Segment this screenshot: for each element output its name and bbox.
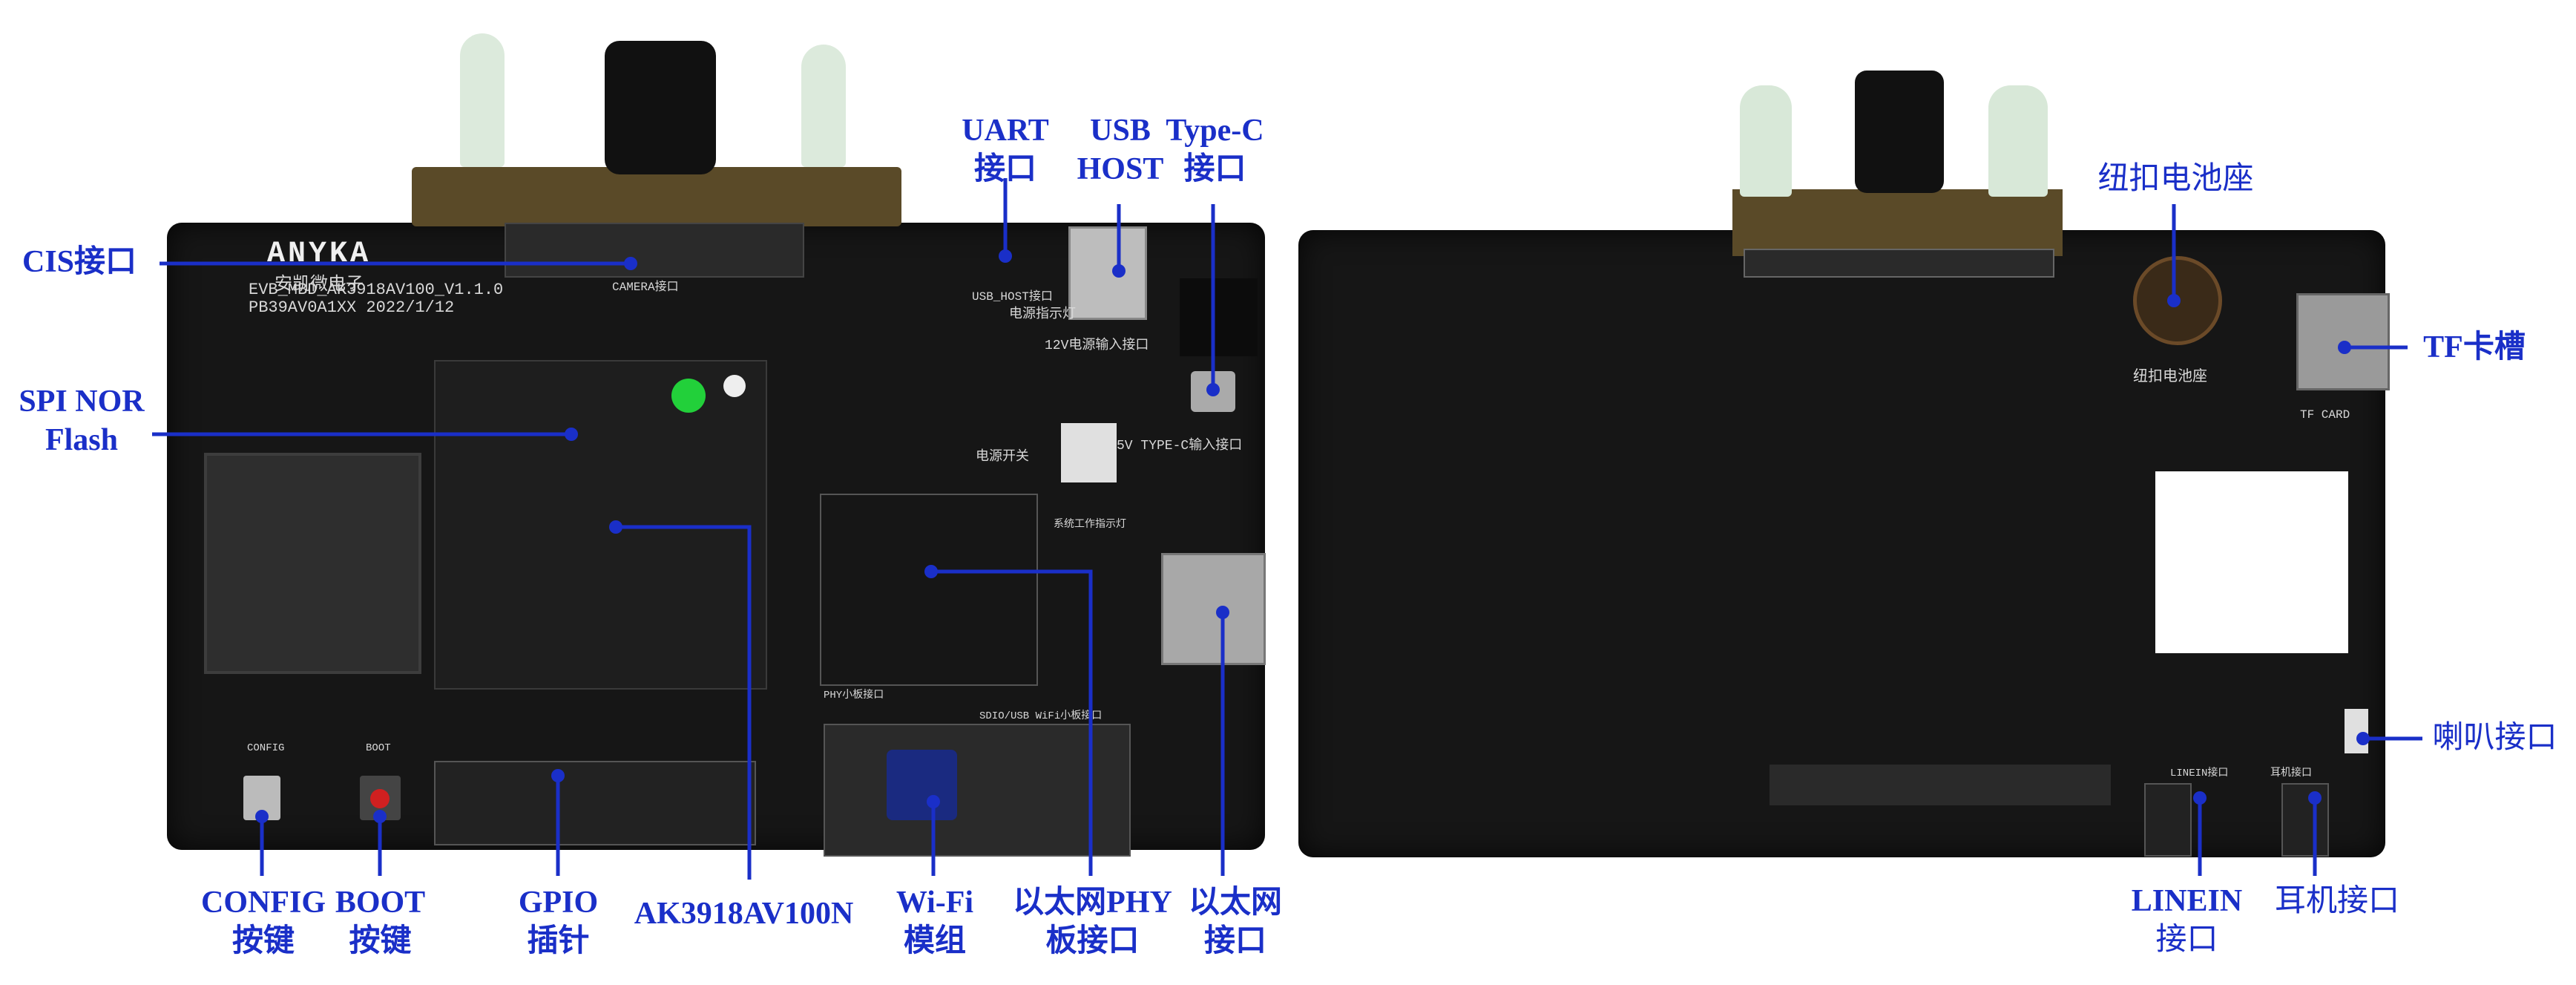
label-speaker: 喇叭接口 [2432,721,2557,755]
silk-config: CONFIG [247,742,285,754]
label-cis: CIS接口 [22,245,137,279]
wifi-module [824,724,1131,857]
label-eth-line1: 以太网 [1188,886,1282,920]
silk-battery-seat: 纽扣电池座 [2133,369,2207,386]
silk-wifi-board: SDIO/USB WiFi小板接口 [979,710,1103,722]
label-battery: 纽扣电池座 [2097,162,2254,196]
label-gpio: GPIO 插针 [482,883,634,961]
status-led-icon [671,379,706,413]
power-jack [1180,278,1258,356]
back-led-left [1740,85,1792,197]
label-uart-line2: 接口 [973,152,1036,186]
headphone-header [2281,783,2329,857]
label-spi-nor: SPI NOR Flash [15,382,148,459]
silk-phy-board: PHY小板接口 [824,690,884,701]
label-config: CONFIG 按键 [178,883,349,961]
label-linein-line2: 接口 [2155,923,2218,957]
label-config-line2: 按键 [231,924,295,958]
rf-shield [204,453,421,674]
wifi-chip [887,750,957,820]
label-soc: AK3918AV100N [634,897,854,931]
silk-usb-host: USB_HOST接口 [972,290,1053,304]
label-linein-line1: LINEIN [2131,884,2243,918]
label-eth-line2: 接口 [1203,924,1266,958]
core-module [434,360,767,690]
label-spi-nor-line2: Flash [45,423,119,457]
label-boot: BOOT 按键 [326,883,434,961]
speaker-connector [2345,709,2368,753]
label-ethernet: 以太网 接口 [1180,883,1291,961]
silk-board-name: EVB_MBD_AK3918AV100_V1.1.0 [249,281,504,299]
label-boot-line2: 按键 [349,924,412,958]
usb-host-port [1068,226,1147,320]
label-tf: TF卡槽 [2423,330,2526,364]
silk-system-led: 系统工作指示灯 [1054,519,1126,531]
ethernet-port [1161,553,1266,665]
label-usb-host: USB HOST [1061,111,1180,189]
line-soc [616,525,752,880]
back-connector [1744,249,2054,278]
gpio-header [434,761,756,845]
label-typec: Type-C 接口 [1154,111,1276,189]
label-uart: UART 接口 [946,111,1065,189]
phy-board-area [820,494,1038,686]
label-gpio-line1: GPIO [518,886,599,920]
white-label-area [2155,471,2348,653]
camera-pcb [412,167,901,226]
back-camera-pcb [1732,189,2063,256]
cis-connector [505,223,804,278]
label-usb-line1: USB [1090,114,1151,148]
camera-lens [605,41,716,174]
label-typec-line2: 接口 [1183,152,1246,186]
silk-headphone: 耳机接口 [2270,768,2312,779]
silk-power-input: 12V电源输入接口 [1045,338,1149,353]
label-uart-line1: UART [962,114,1049,148]
back-pin-row [1770,765,2111,805]
line-phy [931,569,1093,876]
silk-camera-port: CAMERA接口 [612,281,679,294]
label-typec-line1: Type-C [1166,114,1264,148]
back-led-right [1988,85,2048,197]
label-phy-line1: 以太网PHY [1013,886,1172,920]
silk-typec-input: 5V TYPE-C输入接口 [1117,439,1243,454]
label-config-line1: CONFIG [201,886,326,920]
boot-button-red-icon [370,789,390,808]
label-gpio-line2: 插针 [527,924,590,958]
label-linein: LINEIN 接口 [2126,882,2248,959]
silk-linein: LINEIN接口 [2170,768,2229,779]
label-headphone: 耳机接口 [2274,884,2399,918]
label-boot-line1: BOOT [335,886,426,920]
silk-power-indicator: 电源指示灯 [1009,307,1076,322]
label-eth-phy: 以太网PHY 板接口 [998,883,1187,961]
label-wifi: Wi-Fi 模组 [879,883,990,961]
silk-boot: BOOT [366,742,391,754]
power-switch [1061,423,1117,482]
label-wifi-line1: Wi-Fi [896,886,974,920]
silk-board-id: PB39AV0A1XX 2022/1/12 [249,298,455,317]
back-camera-lens [1855,71,1944,193]
silk-brand-cn: 安凯微电子 [275,275,364,295]
silk-power-switch: 电源开关 [976,450,1029,465]
ir-led-right [801,45,846,167]
label-phy-line2: 板接口 [1045,924,1140,958]
ir-led-left [460,33,505,167]
white-dot-icon [723,375,746,397]
label-spi-nor-line1: SPI NOR [19,384,145,419]
silk-tf-card: TF CARD [2300,408,2350,422]
linein-header [2144,783,2192,857]
label-wifi-line2: 模组 [903,924,966,958]
label-usb-line2: HOST [1077,152,1164,186]
